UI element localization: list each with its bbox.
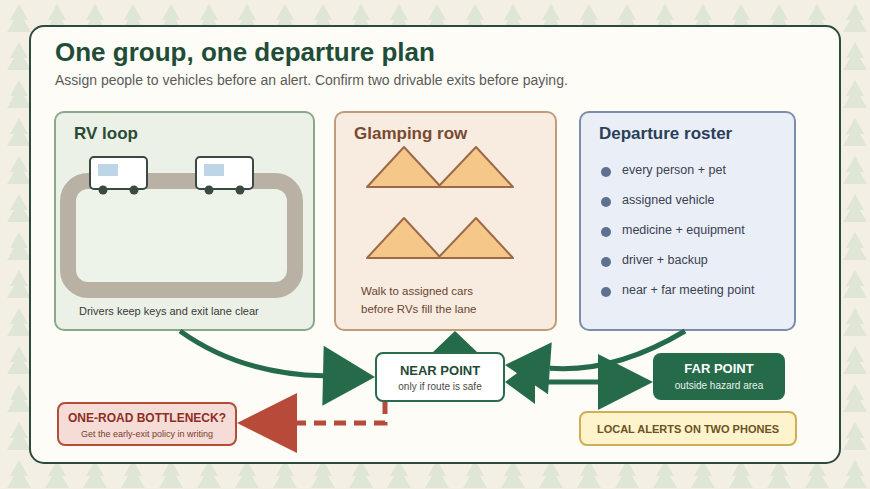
node-heading: NEAR POINT bbox=[377, 363, 503, 378]
rv-symbol bbox=[90, 157, 147, 195]
roster-item: near + far meeting point bbox=[622, 283, 754, 297]
node-heading: RV loop bbox=[74, 124, 138, 144]
node-heading: FAR POINT bbox=[653, 361, 785, 376]
arrow-head bbox=[505, 342, 552, 394]
connector-line bbox=[180, 331, 323, 376]
node-body: Drivers keep keys and exit lane clear bbox=[79, 305, 259, 317]
arrow-head bbox=[433, 331, 477, 352]
zone-panel: RV loopDrivers keep keys and exit lane c… bbox=[54, 111, 315, 331]
node-body: Get the early-exit policy in writing bbox=[59, 429, 235, 439]
flow-arrow bbox=[505, 354, 653, 410]
arrow-head bbox=[505, 360, 535, 404]
flow-arrow bbox=[180, 331, 375, 406]
node-body: only if route is safe bbox=[377, 381, 503, 392]
meeting-point-box: NEAR POINT only if route is safe bbox=[375, 352, 505, 402]
roster-item: driver + backup bbox=[622, 253, 708, 267]
node-heading: Glamping row bbox=[354, 124, 467, 144]
roster-item: medicine + equipment bbox=[622, 223, 745, 237]
arrow-head bbox=[322, 346, 375, 406]
roster-panel: Departure roster every person + pet assign… bbox=[579, 111, 796, 331]
subtitle-note: Assign people to vehicles before an aler… bbox=[55, 72, 568, 88]
flow-arrow bbox=[505, 331, 685, 394]
warning-box: ONE-ROAD BOTTLENECK? Get the early-exit p… bbox=[57, 402, 237, 446]
connector-line bbox=[535, 380, 598, 385]
node-heading: LOCAL ALERTS ON TWO PHONES bbox=[581, 423, 795, 435]
arrow-head bbox=[237, 393, 297, 453]
zone-panel: Glamping rowWalk to assigned cars before… bbox=[334, 111, 557, 331]
connector-line bbox=[297, 402, 385, 423]
diagram-title: One group, one departure plan bbox=[55, 37, 435, 68]
rv-loop-track bbox=[68, 181, 295, 290]
node-body: Walk to assigned cars before RVs fill th… bbox=[361, 282, 501, 318]
node-body: outside hazard area bbox=[653, 380, 785, 391]
rv-symbol bbox=[196, 157, 253, 195]
flow-arrow bbox=[433, 331, 477, 352]
flow-arrow bbox=[237, 393, 385, 453]
roster-item: every person + pet bbox=[622, 163, 726, 177]
main-card bbox=[30, 26, 840, 463]
roster-item: assigned vehicle bbox=[622, 193, 714, 207]
node-heading: Departure roster bbox=[599, 124, 732, 144]
tent-symbols bbox=[367, 147, 513, 258]
note-box: LOCAL ALERTS ON TWO PHONES bbox=[579, 411, 797, 446]
node-heading: ONE-ROAD BOTTLENECK? bbox=[59, 411, 235, 425]
meeting-point-box: FAR POINT outside hazard area bbox=[653, 353, 785, 400]
connector-line bbox=[550, 331, 685, 369]
arrow-head bbox=[598, 354, 653, 410]
